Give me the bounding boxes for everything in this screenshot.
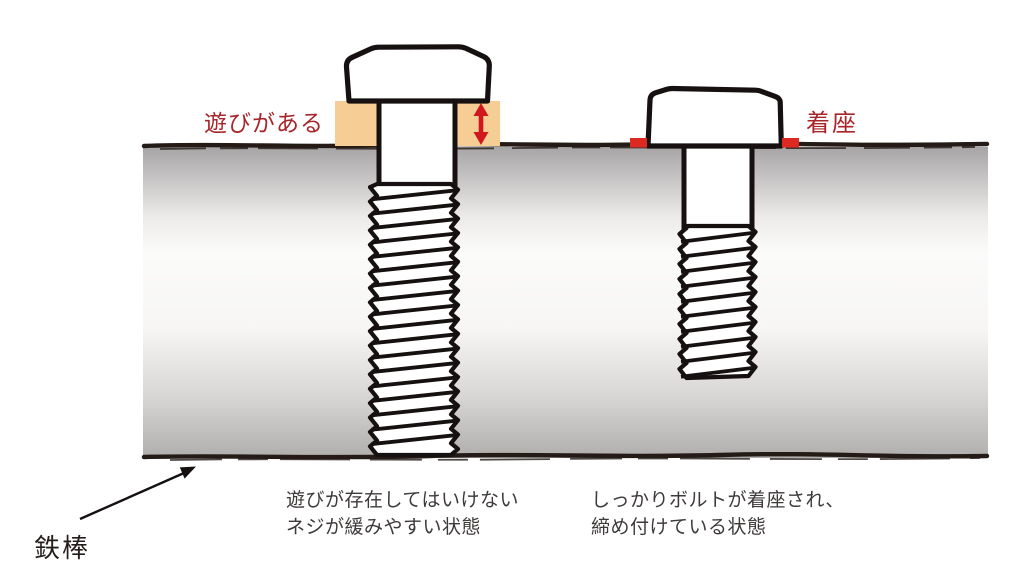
right-caption-line1: しっかりボルトが着座され、 — [591, 490, 845, 511]
play-label: 遊びがある — [204, 110, 324, 136]
iron-bar — [143, 147, 988, 458]
seat-contact-marker-left — [630, 138, 647, 148]
seat-contact-marker-right — [782, 138, 799, 148]
left-bolt-threads — [367, 181, 461, 458]
left-bolt-head — [343, 44, 492, 104]
left-bolt-shank — [376, 100, 458, 188]
left-caption-line2: ネジが緩みやすい状態 — [286, 517, 482, 538]
left-bolt-caption: 遊びが存在してはいけない ネジが緩みやすい状態 — [286, 487, 519, 541]
seated-label: 着座 — [806, 110, 858, 137]
right-bolt-caption: しっかりボルトが着座され、 締め付けている状態 — [591, 487, 845, 541]
right-bolt-shank — [681, 146, 755, 230]
right-caption-line2: 締め付けている状態 — [591, 517, 767, 538]
iron-bar-bottom-edge — [141, 451, 990, 461]
bar-pointer-arrow-icon — [79, 466, 196, 521]
right-bolt-head — [645, 85, 784, 149]
right-bolt-threads — [677, 223, 758, 381]
gap-arrow-icon — [473, 103, 489, 145]
left-caption-line1: 遊びが存在してはいけない — [286, 490, 520, 511]
iron-bar-top-edge — [141, 140, 990, 150]
iron-bar-label: 鉄棒 — [34, 533, 91, 563]
